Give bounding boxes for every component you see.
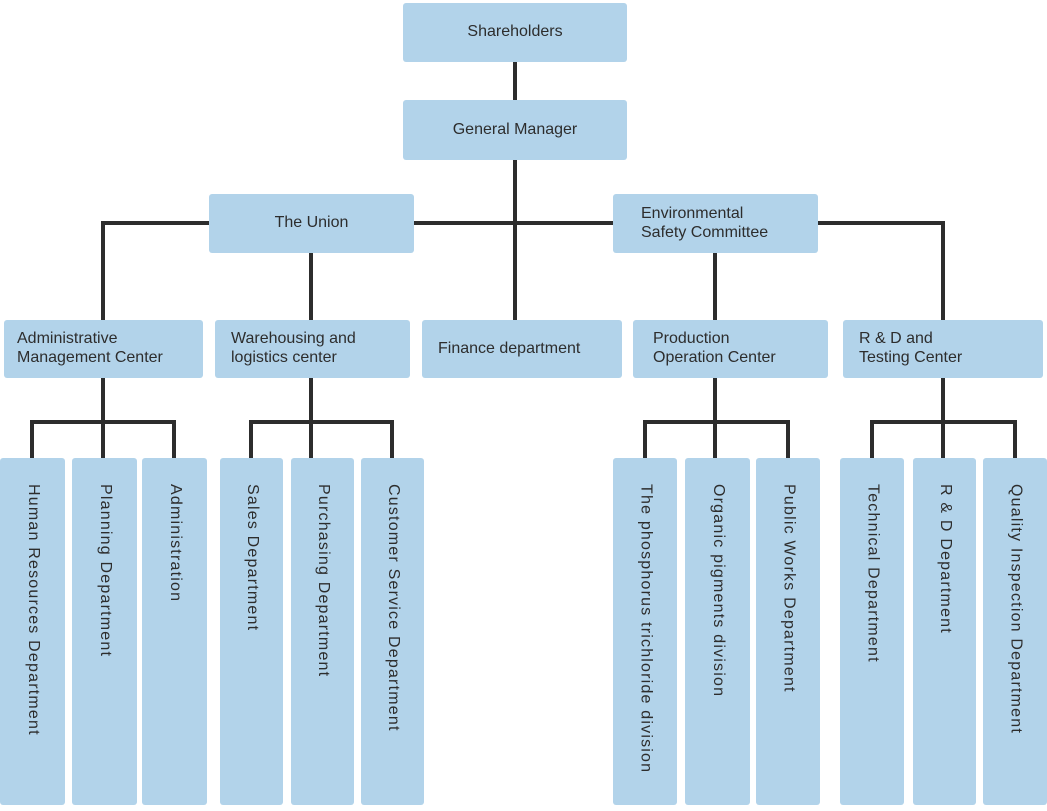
connector-production-group-bar [643,420,790,424]
node-environmental-safety-committee: Environmental Safety Committee [613,194,818,253]
node-administration: Administration [142,458,207,805]
node-general-manager: General Manager [403,100,627,160]
node-phosphorus-trichloride-division: The phosphorus trichloride division [613,458,677,805]
node-administrative-management-center: Administrative Management Center [4,320,203,378]
connector-rd-group-bar [870,420,1017,424]
node-sales-department: Sales Department [220,458,283,805]
connector-union-env [414,221,613,225]
connector-warehousing-group-bar [249,420,394,424]
connector-stub-quality [1013,420,1017,458]
connector-production-group-stem [713,378,717,458]
connector-stub-sales [249,420,253,458]
node-rd-and-testing-center: R & D and Testing Center [843,320,1043,378]
node-purchasing-department: Purchasing Department [291,458,354,805]
connector-warehousing-group-stem [309,378,313,458]
connector-rd-group-stem [941,378,945,458]
connector-stub-hr [30,420,34,458]
node-quality-inspection-department: Quality Inspection Department [983,458,1047,805]
connector-stub-administration [172,420,176,458]
connector-env-production [713,253,717,320]
node-organic-pigments-division: Organic pigments division [685,458,750,805]
connector-shareholders-gm [513,62,517,100]
connector-env-right-branch [818,221,945,225]
connector-to-rd-testing [941,221,945,320]
connector-to-admin-center [101,221,105,320]
node-finance-department: Finance department [422,320,622,378]
connector-gm-finance [513,160,517,320]
node-warehousing-logistics-center: Warehousing and logistics center [215,320,410,378]
node-production-operation-center: Production Operation Center [633,320,828,378]
node-rd-department: R & D Department [913,458,976,805]
node-the-union: The Union [209,194,414,253]
node-customer-service-department: Customer Service Department [361,458,424,805]
connector-stub-technical [870,420,874,458]
connector-admin-group-stem [101,378,105,458]
connector-admin-group-bar [30,420,176,424]
node-human-resources-department: Human Resources Department [0,458,65,805]
node-technical-department: Technical Department [840,458,904,805]
connector-stub-customer-service [390,420,394,458]
node-public-works-department: Public Works Department [756,458,820,805]
node-planning-department: Planning Department [72,458,137,805]
connector-union-warehousing [309,253,313,320]
connector-stub-public-works [786,420,790,458]
connector-stub-phosphorus [643,420,647,458]
node-shareholders: Shareholders [403,3,627,62]
connector-union-left-branch [101,221,211,225]
